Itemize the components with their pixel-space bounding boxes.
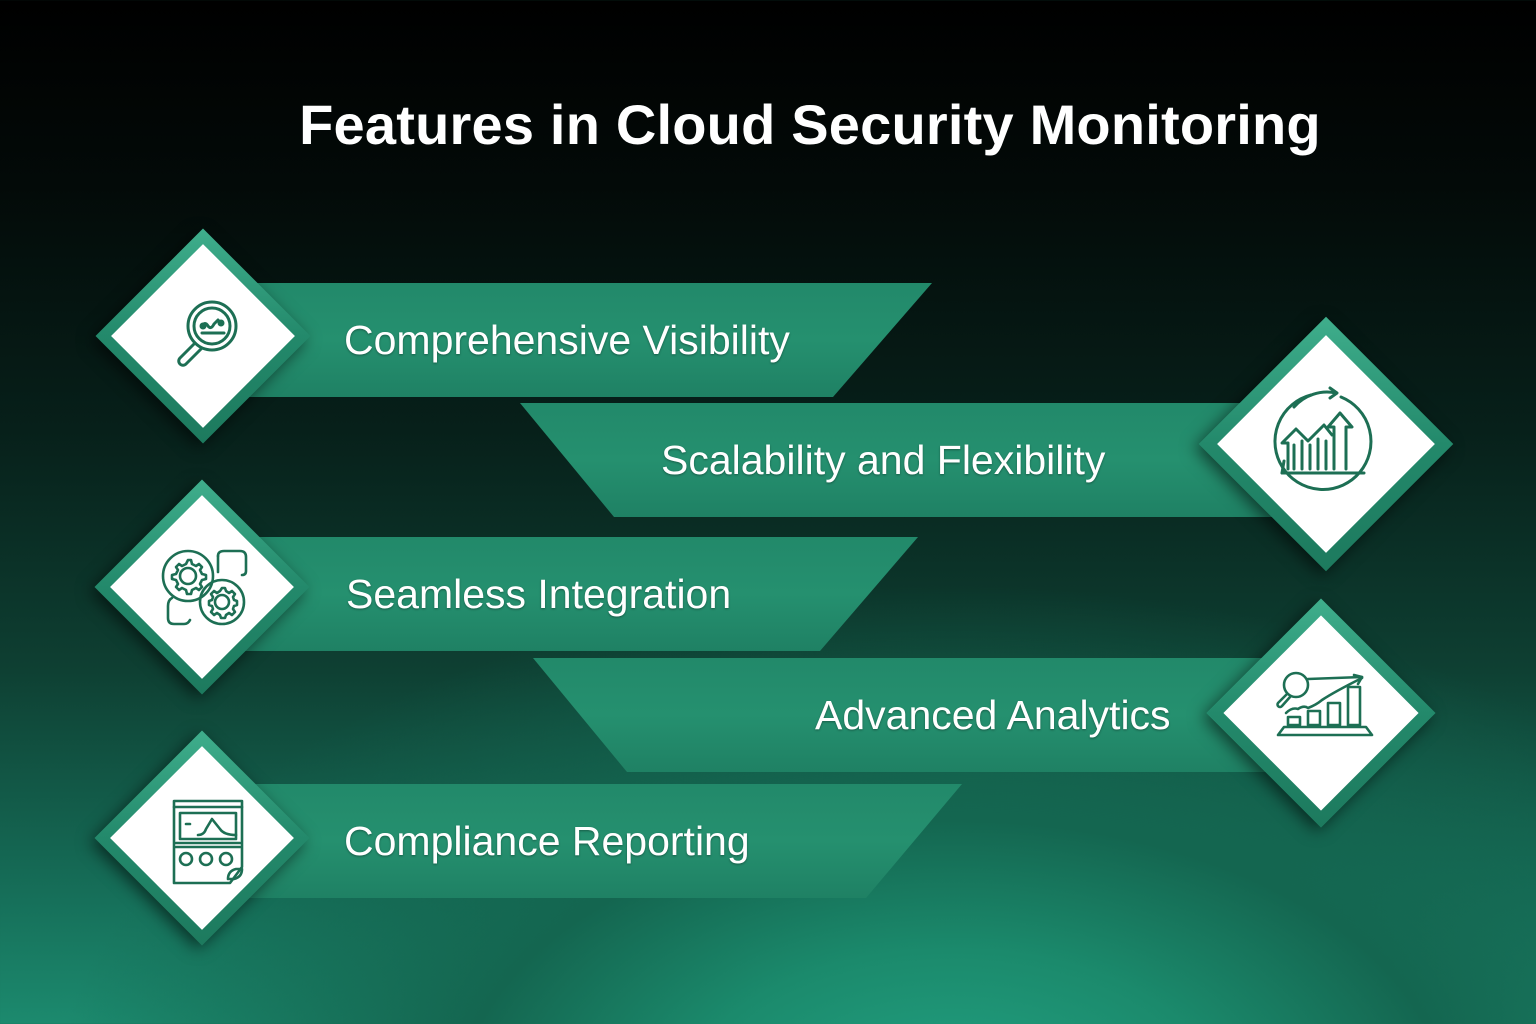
feature-label: Scalability and Flexibility — [661, 436, 1106, 483]
growth-chart-cycle-icon — [1266, 385, 1378, 497]
report-document-icon — [172, 799, 244, 885]
magnifier-chart-icon — [168, 298, 244, 374]
feature-banner-seamless-integration: Seamless Integration — [230, 537, 918, 651]
feature-label: Compliance Reporting — [344, 817, 750, 864]
page-title: Features in Cloud Security Monitoring — [299, 93, 1321, 156]
feature-label: Seamless Integration — [346, 570, 732, 617]
feature-label: Comprehensive Visibility — [344, 316, 790, 363]
feature-banner-advanced-analytics: Advanced Analytics — [533, 658, 1273, 772]
feature-banner-comprehensive-visibility: Comprehensive Visibility — [230, 283, 932, 397]
gears-icon — [160, 548, 260, 632]
analytics-bar-chart-icon — [1274, 665, 1374, 745]
feature-banner-compliance-reporting: Compliance Reporting — [230, 784, 962, 898]
feature-banner-scalability-flexibility: Scalability and Flexibility — [520, 403, 1280, 517]
feature-label: Advanced Analytics — [815, 691, 1171, 738]
